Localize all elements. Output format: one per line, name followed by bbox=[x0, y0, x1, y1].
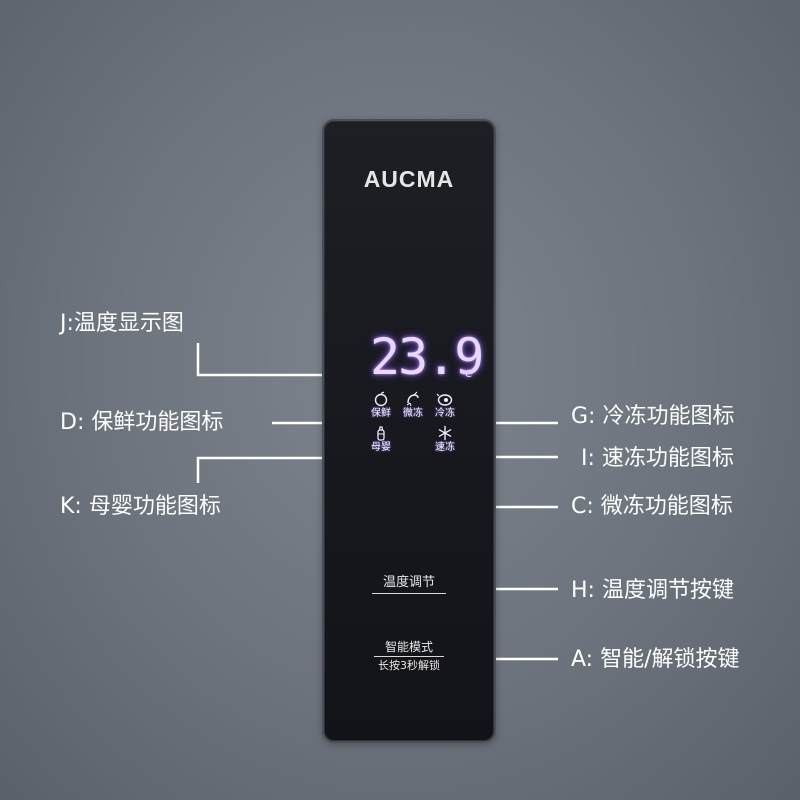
smart-unlock-button[interactable]: 智能模式 长按3秒解锁 bbox=[362, 639, 456, 673]
temp-adjust-button[interactable]: 温度调节 bbox=[362, 571, 456, 594]
icon-group-lengdong: 冷冻 bbox=[425, 391, 465, 420]
callout-I: I: 速冻功能图标 bbox=[581, 446, 734, 471]
leader-K bbox=[196, 453, 369, 483]
temperature-display: 23.9 bbox=[370, 328, 484, 386]
smart-mode-divider bbox=[374, 656, 444, 657]
callout-J: J:温度显示图 bbox=[60, 311, 184, 336]
icon-label-lengdong: 冷冻 bbox=[435, 408, 455, 419]
apple-icon bbox=[374, 391, 388, 407]
icon-label-sudong: 速冻 bbox=[435, 442, 455, 453]
icon-group-weidong: 微冻 bbox=[393, 391, 433, 420]
icon-group-muying: 母婴 bbox=[361, 425, 401, 454]
callout-G: G: 冷冻功能图标 bbox=[571, 404, 735, 429]
callout-D: D: 保鲜功能图标 bbox=[60, 410, 224, 435]
meat-icon bbox=[436, 393, 453, 406]
icon-label-muying: 母婴 bbox=[371, 442, 391, 453]
control-panel bbox=[322, 119, 496, 743]
snowflake-icon bbox=[438, 425, 452, 441]
smart-mode-label: 智能模式 bbox=[384, 640, 433, 654]
leader-J bbox=[196, 343, 371, 380]
baby-bottle-icon bbox=[377, 426, 385, 441]
icon-group-sudong: 速冻 bbox=[425, 425, 465, 454]
unlock-hint-label: 长按3秒解锁 bbox=[378, 659, 440, 672]
brand-logo: AUCMA bbox=[363, 166, 455, 192]
callout-H: H: 温度调节按键 bbox=[571, 578, 734, 603]
icon-label-weidong: 微冻 bbox=[403, 408, 423, 419]
icon-group-baoxian: 保鲜 bbox=[361, 391, 401, 420]
temperature-unit: °C bbox=[460, 369, 472, 380]
callout-K: K: 母婴功能图标 bbox=[60, 494, 221, 519]
shrimp-icon bbox=[406, 391, 419, 407]
temp-adjust-underline bbox=[372, 593, 446, 594]
temp-adjust-label: 温度调节 bbox=[382, 575, 435, 590]
callout-C: C: 微冻功能图标 bbox=[571, 494, 733, 519]
icon-label-baoxian: 保鲜 bbox=[371, 408, 391, 419]
callout-A: A: 智能/解锁按键 bbox=[571, 647, 740, 672]
